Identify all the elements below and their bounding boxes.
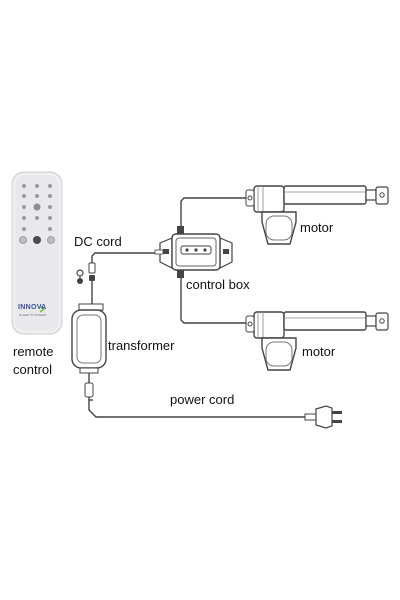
label-dc-cord: DC cord bbox=[74, 234, 122, 249]
motor-bottom-icon bbox=[245, 311, 389, 371]
innova-logo-mark bbox=[39, 305, 46, 313]
innova-logo: INNOVA bbox=[18, 304, 47, 311]
cable-bottom-motor bbox=[180, 278, 254, 324]
dc-cord bbox=[91, 252, 160, 288]
label-remote-control-line2: control bbox=[13, 362, 53, 377]
motor-top-icon bbox=[245, 185, 389, 245]
cable-top-motor bbox=[180, 197, 254, 226]
label-motor-top: motor bbox=[300, 220, 334, 235]
label-control-box: control box bbox=[186, 277, 250, 292]
power-plug-icon bbox=[304, 405, 342, 429]
control-box-icon bbox=[154, 226, 233, 278]
innova-logo-subtitle: SLEEP SYSTEMS bbox=[19, 313, 47, 317]
transformer-icon bbox=[71, 303, 107, 398]
label-power-cord: power cord bbox=[170, 392, 235, 407]
label-motor-bottom: motor bbox=[302, 344, 336, 359]
label-remote-control-line1: remote bbox=[13, 344, 54, 359]
power-cord bbox=[88, 397, 305, 418]
label-transformer: transformer bbox=[108, 338, 175, 353]
dc-connector-icon bbox=[76, 262, 96, 284]
remote-control-icon bbox=[11, 171, 63, 335]
